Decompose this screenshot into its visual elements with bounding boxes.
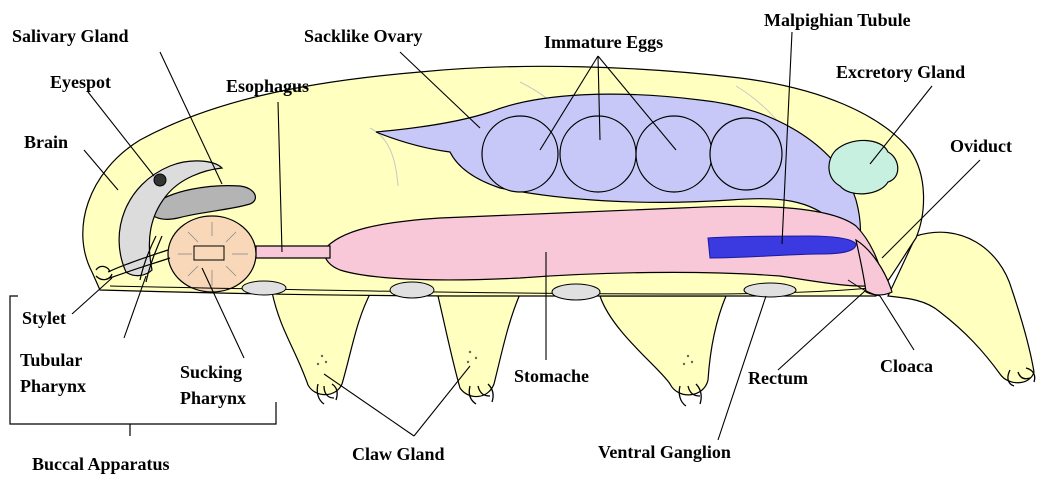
egg-1 bbox=[482, 116, 558, 192]
label-sucking-pharynx-1: Sucking bbox=[180, 362, 242, 382]
label-eyespot: Eyespot bbox=[50, 72, 111, 92]
label-oviduct: Oviduct bbox=[950, 136, 1012, 156]
egg-3 bbox=[636, 116, 712, 192]
ganglion-1 bbox=[242, 281, 286, 295]
label-stylet: Stylet bbox=[22, 308, 66, 328]
claw-gland-dots bbox=[317, 351, 693, 365]
label-claw-gland: Claw Gland bbox=[352, 444, 445, 464]
label-excretory-gland: Excretory Gland bbox=[836, 62, 965, 82]
leg-3 bbox=[600, 296, 726, 395]
label-rectum: Rectum bbox=[748, 368, 808, 388]
label-stomache: Stomache bbox=[514, 366, 589, 386]
egg-2 bbox=[560, 116, 636, 192]
egg-4 bbox=[710, 118, 782, 190]
ganglion-2 bbox=[390, 282, 434, 298]
ganglion-3 bbox=[552, 284, 600, 300]
ganglion-4 bbox=[744, 283, 796, 297]
label-sucking-pharynx-2: Pharynx bbox=[180, 388, 246, 408]
label-immature-eggs: Immature Eggs bbox=[544, 32, 663, 52]
label-cloaca: Cloaca bbox=[880, 356, 933, 376]
label-sacklike-ovary: Sacklike Ovary bbox=[304, 26, 423, 46]
label-tubular-pharynx-1: Tubular bbox=[20, 350, 82, 370]
eyespot bbox=[154, 174, 166, 186]
label-buccal-apparatus: Buccal Apparatus bbox=[32, 454, 170, 474]
label-salivary-gland: Salivary Gland bbox=[12, 26, 129, 46]
label-malpighian-tubule: Malpighian Tubule bbox=[764, 10, 911, 30]
esophagus bbox=[256, 246, 330, 258]
label-tubular-pharynx-2: Pharynx bbox=[20, 376, 86, 396]
label-brain: Brain bbox=[24, 132, 68, 152]
label-ventral-ganglion: Ventral Ganglion bbox=[598, 442, 731, 462]
leg-2 bbox=[438, 294, 520, 397]
label-esophagus: Esophagus bbox=[226, 76, 309, 96]
leg-1 bbox=[272, 290, 372, 395]
